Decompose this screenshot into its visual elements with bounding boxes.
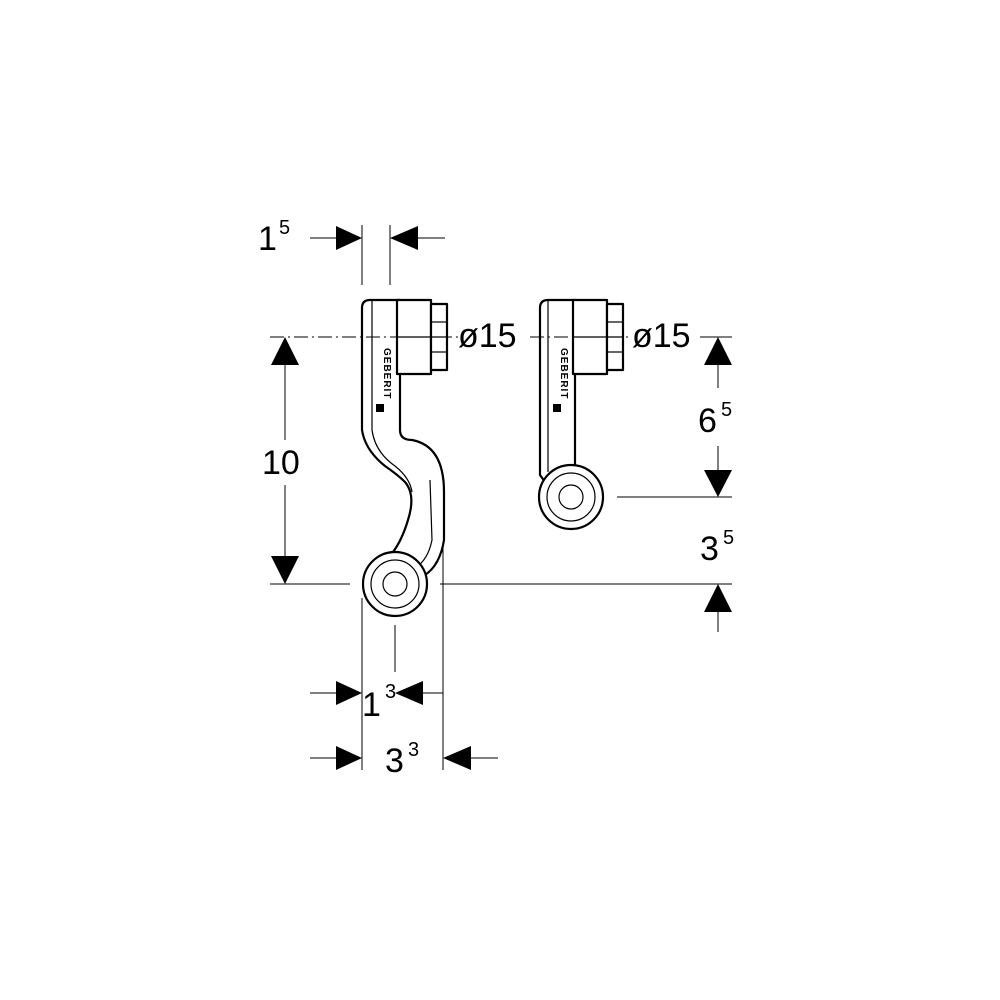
- dim-diameter-right: ø15: [632, 317, 691, 355]
- dimension-top-offset: 1 5: [258, 217, 445, 258]
- dim-top-offset-sup: 5: [279, 217, 290, 239]
- dimension-bottom-outer: 3 3: [310, 739, 498, 780]
- dim-bottom-inner-sup: 3: [385, 681, 396, 703]
- dim-bottom-outer-main: 3: [385, 742, 404, 780]
- dim-top-offset-main: 1: [258, 220, 277, 258]
- brand-label-left: GEBERIT: [381, 348, 392, 399]
- dim-height-right-main: 6: [698, 402, 717, 440]
- dimension-height-left: 10: [262, 337, 300, 584]
- dim-offset-right-sup: 5: [723, 527, 734, 549]
- dimension-bottom-inner: 1 3: [310, 681, 443, 724]
- brand-label-right: GEBERIT: [558, 348, 569, 399]
- dim-bottom-outer-sup: 3: [408, 739, 419, 761]
- dimension-offset-right: 3 5: [700, 527, 734, 632]
- right-pipe-elbow: GEBERIT: [537, 298, 625, 531]
- dim-height-left-main: 10: [262, 444, 300, 482]
- dim-offset-right-main: 3: [700, 530, 719, 568]
- dim-height-right-sup: 5: [721, 399, 732, 421]
- reference-lines: [270, 225, 732, 770]
- dimension-height-right: 6 5: [698, 337, 732, 497]
- dim-bottom-inner-main: 1: [362, 686, 381, 724]
- dim-diameter-left: ø15: [458, 317, 517, 355]
- left-pipe-bend: GEBERIT: [360, 298, 449, 618]
